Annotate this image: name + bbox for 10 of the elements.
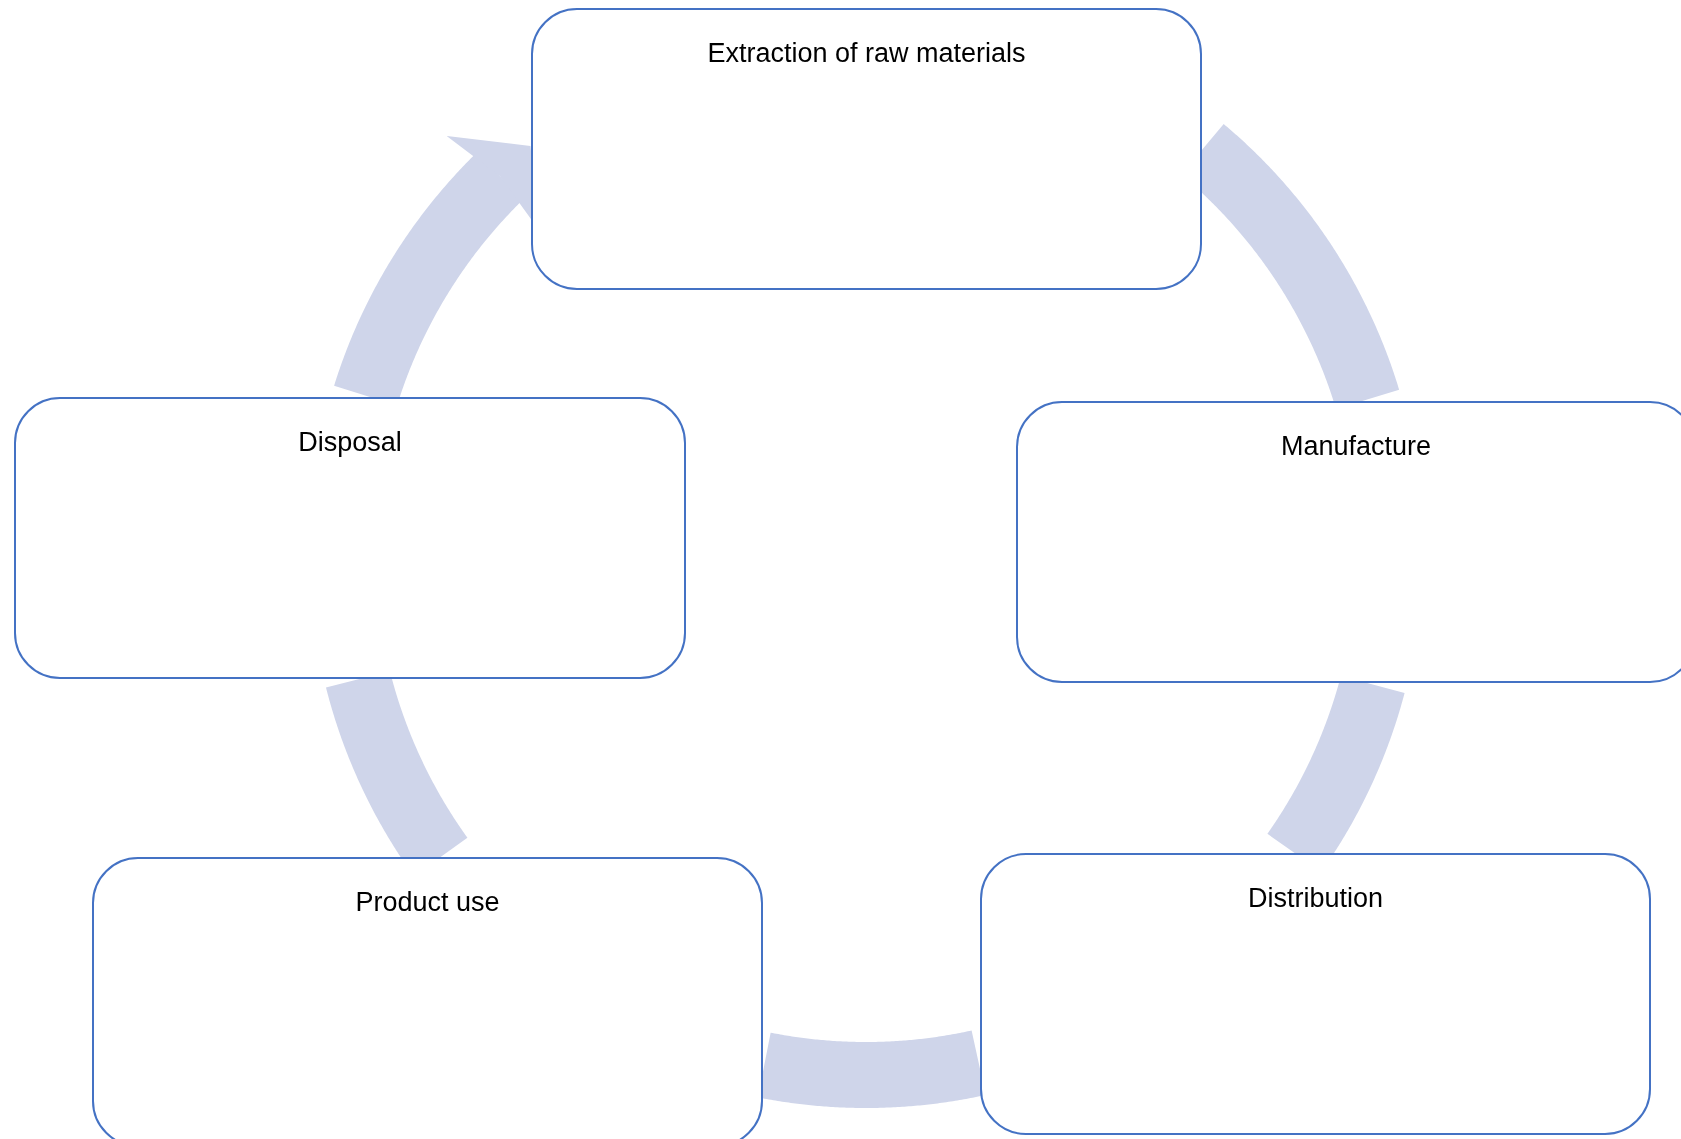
stage-box [92, 857, 763, 1139]
stage-box [980, 853, 1651, 1135]
stage-box [531, 8, 1202, 290]
stage-label: Extraction of raw materials [707, 38, 1026, 69]
stage-label: Disposal [298, 427, 402, 458]
stage-box [14, 397, 686, 679]
stage-label: Product use [355, 887, 500, 918]
stage-box [1016, 401, 1681, 683]
stage-label: Distribution [1247, 883, 1384, 914]
stage-label: Manufacture [1280, 431, 1432, 462]
